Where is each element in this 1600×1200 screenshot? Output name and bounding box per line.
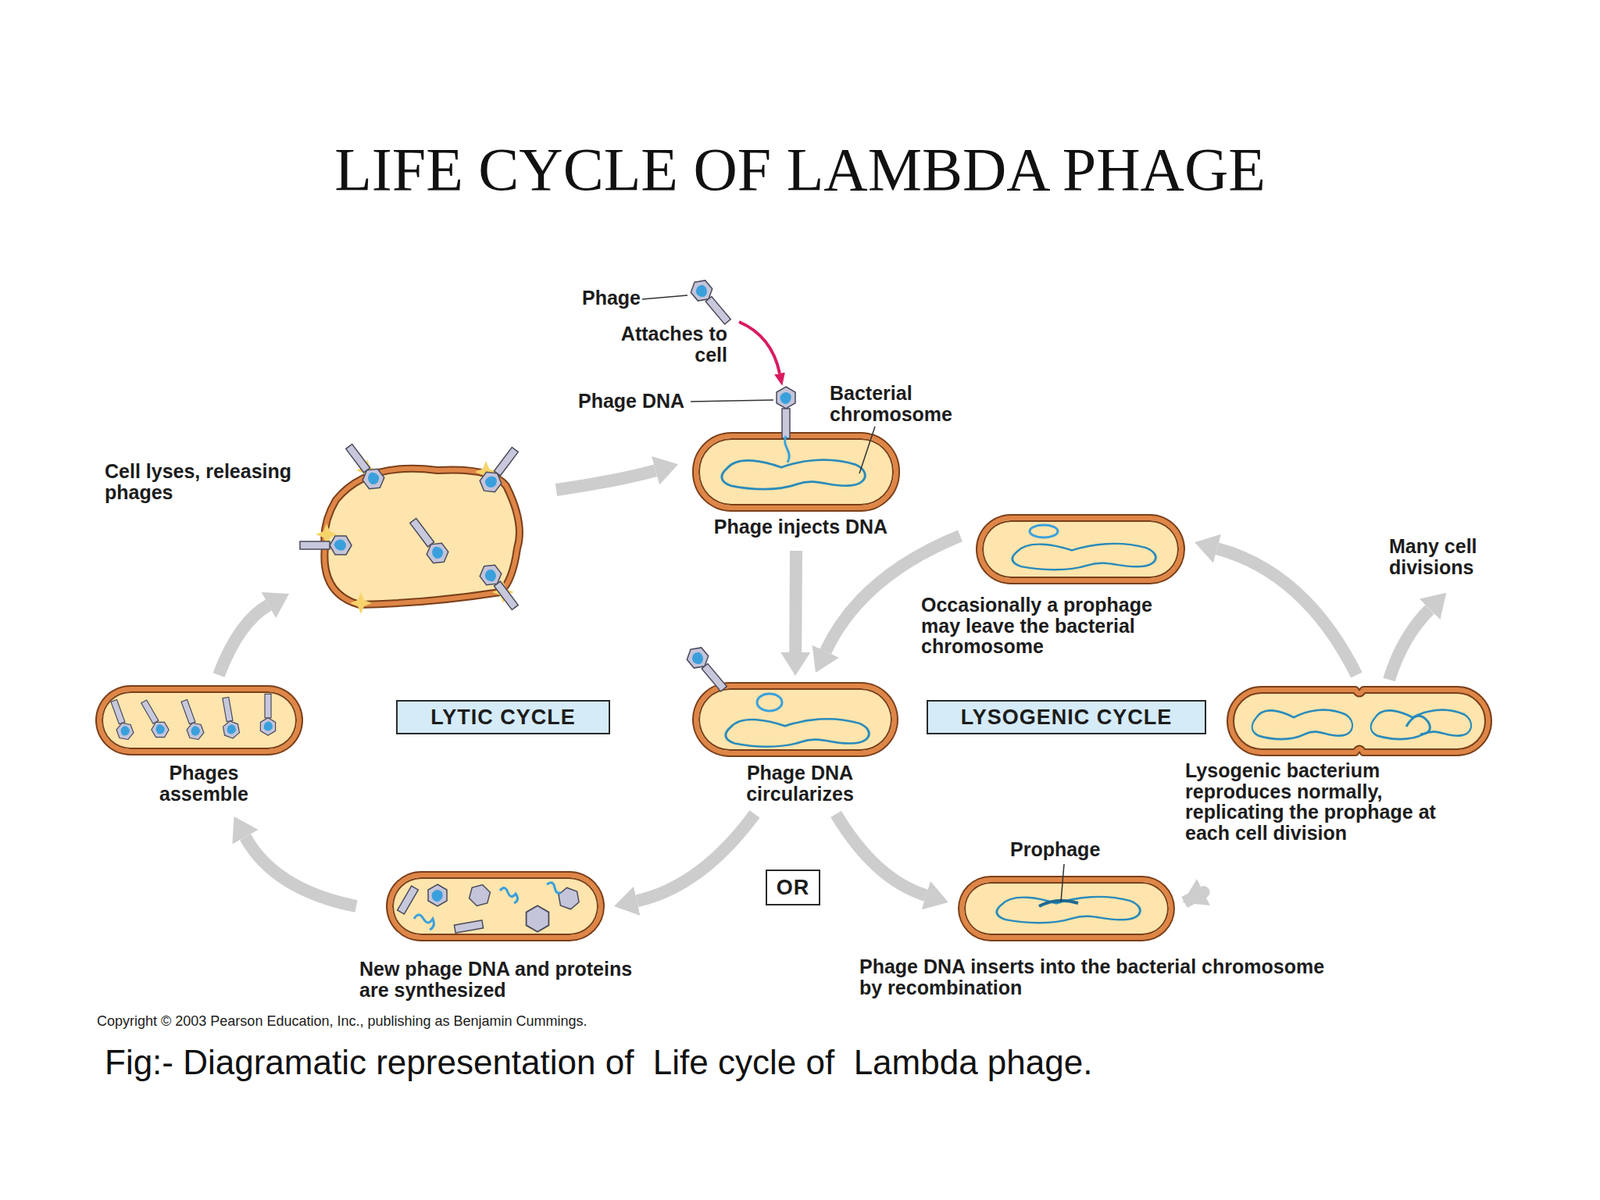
- box-label: LYSOGENIC CYCLE: [960, 705, 1173, 730]
- bacterial-cell: Occasionally a prophage may leave the ba…: [977, 515, 1184, 583]
- part-label: Many cell divisions: [1389, 535, 1522, 578]
- bacterial-cell: Cell lyses, releasing phages: [312, 453, 532, 610]
- cell-wall: [1230, 689, 1489, 753]
- prophage-segment: [1039, 900, 1079, 907]
- phage-icon: [683, 643, 732, 696]
- stage-caption: Phage DNA circularizes: [721, 762, 879, 804]
- part-label: Prophage: [1010, 839, 1128, 861]
- phage-head: [467, 882, 492, 908]
- cycle-arrow: [835, 814, 926, 896]
- phage-dna: [785, 435, 790, 463]
- phage-icon: [341, 440, 388, 493]
- page-title: LIFE CYCLE OF LAMBDA PHAGE: [0, 139, 1600, 200]
- stage-caption: Phages assemble: [145, 762, 263, 804]
- bacterial-cell: Phages assemble: [96, 686, 302, 754]
- cycle-label-box: LYTIC CYCLE: [396, 700, 611, 735]
- copyright-note: Copyright © 2003 Pearson Education, Inc.…: [96, 1014, 800, 1029]
- division-arrow: [1389, 609, 1430, 680]
- phage-head: [428, 884, 447, 907]
- cycle-arrow: [218, 605, 269, 675]
- bacterial-chromosome: [996, 896, 1141, 923]
- phage-dna: [414, 914, 434, 930]
- box-label: OR: [776, 875, 811, 900]
- or-box: OR: [765, 869, 821, 906]
- cycle-arrow: [1217, 548, 1358, 675]
- part-label: Attaches to cell: [610, 323, 728, 365]
- attach-arrow: [739, 321, 780, 374]
- bacterial-chromosome: [1252, 710, 1353, 740]
- cell-wall: [324, 468, 520, 605]
- stage-caption: Phage injects DNA: [667, 516, 934, 538]
- bacterial-cell: Phage DNA inserts into the bacterial chr…: [959, 877, 1174, 940]
- phage-dna: [546, 882, 561, 893]
- cycle-arrow: [789, 550, 803, 653]
- leader-line: [859, 426, 875, 474]
- phage-icon: [405, 514, 452, 568]
- phage-head: [557, 885, 580, 911]
- cycle-arrow: [245, 836, 357, 907]
- bacterial-chromosome: [721, 460, 866, 490]
- cell-wall: [1230, 689, 1489, 753]
- stage-caption: Lysogenic bacterium reproduces normally,…: [1185, 760, 1451, 843]
- bacterial-cell: Phage injects DNA: [693, 433, 899, 511]
- phage-icon: [476, 560, 523, 614]
- stage-caption: Occasionally a prophage may leave the ba…: [921, 594, 1179, 658]
- phage-icon: [137, 697, 172, 741]
- phage-tail: [453, 920, 483, 933]
- phage-icon: [776, 386, 796, 439]
- part-label: Phage: [582, 287, 676, 309]
- cell-outline: [1224, 685, 1495, 757]
- leader-line: [690, 400, 774, 402]
- leader-line: [642, 295, 688, 300]
- burst-mark: [492, 581, 515, 604]
- part-label: Phage DNA: [578, 390, 704, 412]
- phage-icon: [476, 443, 523, 497]
- phage-icon: [300, 535, 352, 555]
- bacterial-chromosome: [1012, 543, 1157, 570]
- burst-mark: [356, 459, 379, 482]
- prophage-loop: [1029, 525, 1058, 538]
- phage-dna: [500, 887, 518, 904]
- phage-dna-circle: [757, 693, 783, 711]
- phage-icon: [687, 276, 736, 329]
- stage-caption: New phage DNA and proteins are synthesiz…: [359, 958, 649, 1000]
- cycle-arrow: [1184, 892, 1204, 903]
- bacterial-cell: Lysogenic bacterium reproduces normally,…: [1224, 685, 1495, 757]
- phage-icon: [107, 698, 136, 743]
- cell-wall: [324, 468, 520, 605]
- box-label: LYTIC CYCLE: [430, 705, 576, 730]
- bacterial-chromosome: [1371, 710, 1472, 740]
- stage-caption: Phage DNA inserts into the bacterial chr…: [859, 956, 1344, 998]
- burst-mark: [350, 592, 372, 615]
- leader-line: [1060, 864, 1065, 902]
- bacterial-cell: New phage DNA and proteins are synthesiz…: [387, 872, 604, 940]
- burst-mark: [315, 523, 338, 546]
- phage-icon: [260, 693, 275, 736]
- burst-mark: [475, 460, 497, 483]
- phage-head: [526, 905, 550, 933]
- phage-tail: [397, 885, 419, 915]
- part-label: Bacterial chromosome: [829, 382, 1010, 425]
- cycle-label-box: LYSOGENIC CYCLE: [926, 700, 1207, 735]
- figure-caption: Fig:- Diagramatic representation of Life…: [104, 1043, 1093, 1082]
- prophage-loop: [1406, 715, 1430, 735]
- phage-icon: [177, 698, 206, 743]
- cycle-arrow: [556, 470, 656, 490]
- bacterial-cell: Phage DNA circularizes: [693, 683, 897, 756]
- cell-outline: [312, 453, 532, 610]
- phage-icon: [217, 696, 240, 740]
- stage-caption: Cell lyses, releasing phages: [104, 460, 316, 503]
- cycle-arrow: [636, 814, 755, 901]
- bacterial-chromosome: [725, 718, 870, 747]
